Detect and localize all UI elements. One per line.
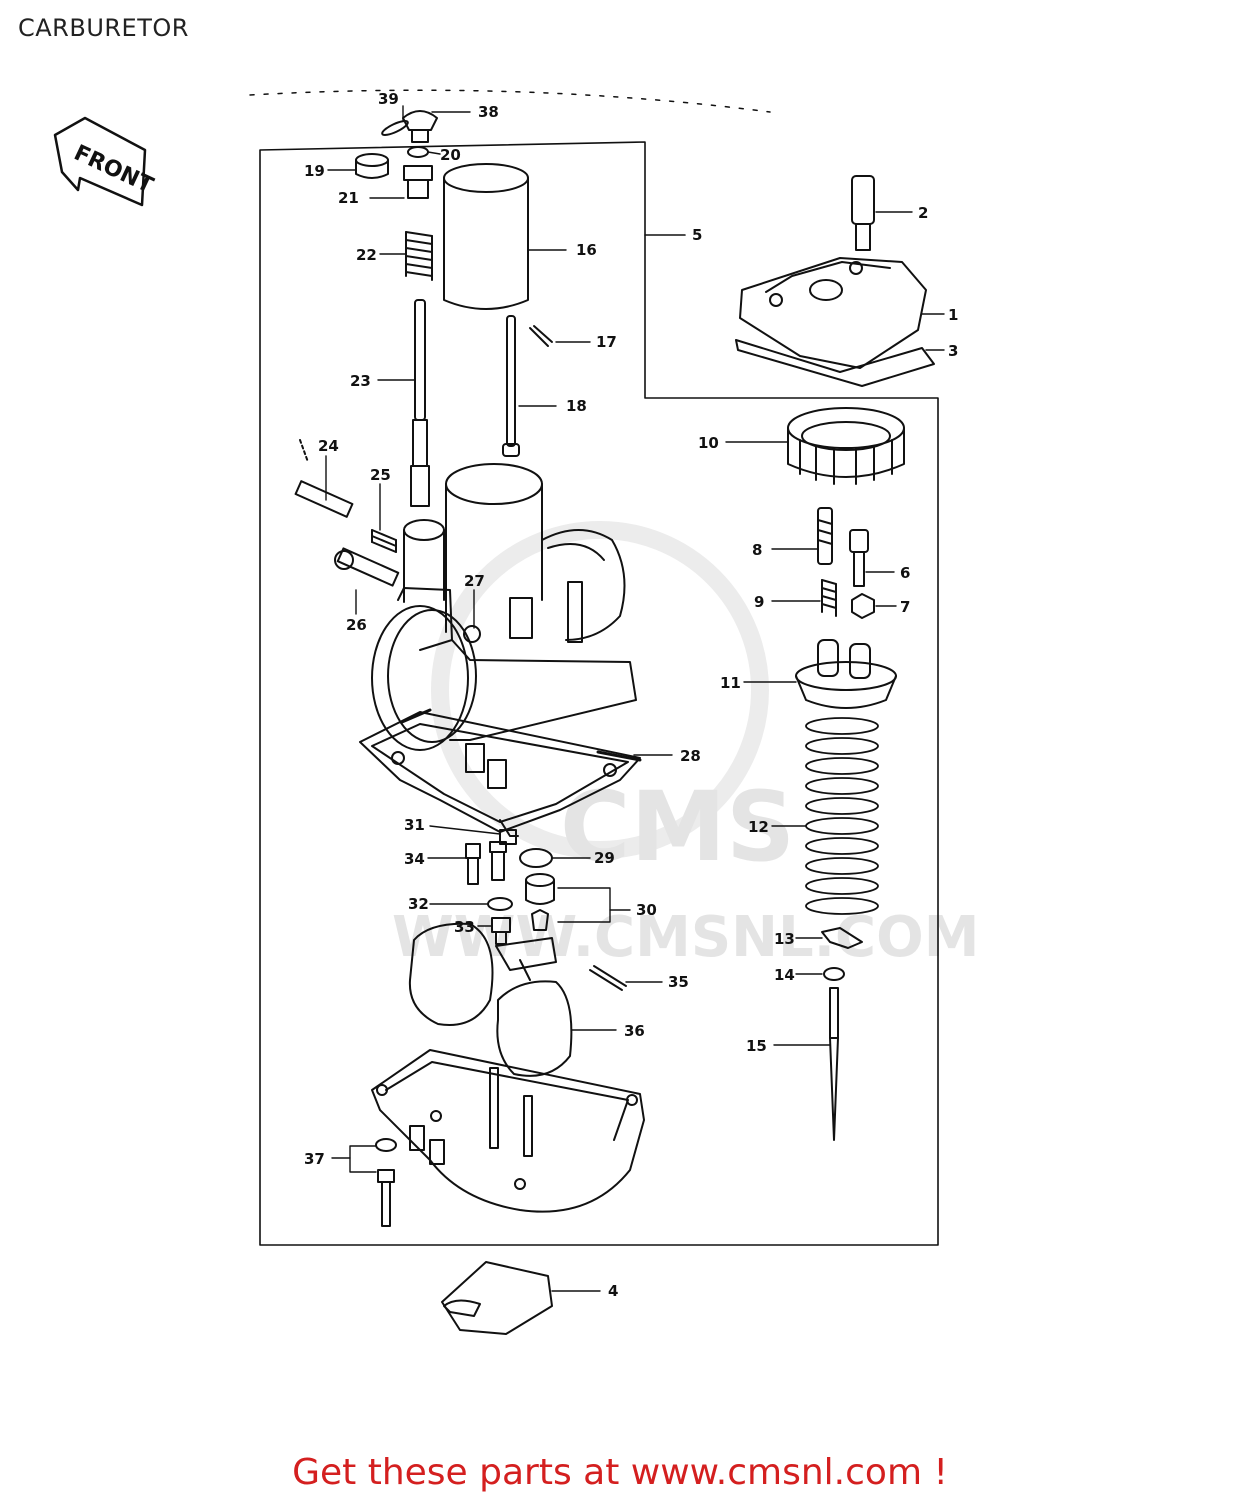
callout-36: 36: [624, 1022, 645, 1040]
carburetor-body: [359, 463, 641, 837]
callout-8: 8: [752, 541, 762, 559]
part-17-clip: [529, 325, 553, 347]
callout-11: 11: [720, 674, 741, 692]
part-15-jet-needle: [829, 987, 839, 1141]
part-3-gasket: [735, 339, 935, 387]
callout-5: 5: [692, 226, 702, 244]
callout-31: 31: [404, 816, 425, 834]
svg-text:WWW.CMSNL.COM: WWW.CMSNL.COM: [392, 905, 979, 970]
callout-6: 6: [900, 564, 910, 582]
part-7-nut: [851, 593, 875, 619]
part-18-pin: [502, 315, 520, 457]
float-arm: [495, 937, 557, 981]
callout-21: 21: [338, 189, 359, 207]
part-19-cap: [355, 153, 389, 179]
callout-24: 24: [318, 437, 339, 455]
callout-10: 10: [698, 434, 719, 452]
part-14-washer: [823, 967, 845, 981]
callout-22: 22: [356, 246, 377, 264]
callout-16: 16: [576, 241, 597, 259]
callout-32: 32: [408, 895, 429, 913]
part-11-diaphragm-cap: [795, 639, 897, 709]
callout-19: 19: [304, 162, 325, 180]
part-6-screw: [849, 529, 869, 587]
footer-link[interactable]: Get these parts at www.cmsnl.com !: [292, 1452, 948, 1493]
part-23-needle: [410, 299, 430, 507]
part-22-spring: [405, 231, 433, 281]
part-28-gasket: [400, 708, 642, 762]
part-8-screw: [817, 507, 833, 565]
carburetor-exploded-diagram: CMS WWW.CMSNL.COM FRONT: [53, 89, 979, 1335]
callout-9: 9: [754, 593, 764, 611]
callout-13: 13: [774, 930, 795, 948]
part-31-screw: [499, 829, 517, 845]
front-arrow-icon: FRONT: [53, 116, 157, 207]
part-29-oring: [519, 848, 553, 868]
callout-labels: 39 38 20 19 21 22 16 17 18 23 24 25 26 2…: [304, 90, 958, 1300]
part-10-ring-nut: [787, 407, 905, 485]
callout-18: 18: [566, 397, 587, 415]
part-37-screw: [375, 1138, 397, 1227]
callout-34: 34: [404, 850, 425, 868]
callout-35: 35: [668, 973, 689, 991]
part-25-spring: [371, 529, 397, 553]
callout-2: 2: [918, 204, 928, 222]
part-24-screw: [294, 439, 354, 518]
callout-4: 4: [608, 1282, 618, 1300]
callout-3: 3: [948, 342, 958, 360]
callout-1: 1: [948, 306, 958, 324]
callout-37: 37: [304, 1150, 325, 1168]
part-9-spring: [821, 579, 837, 617]
part-1-top-cover: [739, 257, 927, 369]
callout-27: 27: [464, 572, 485, 590]
callout-29: 29: [594, 849, 615, 867]
callout-25: 25: [370, 466, 391, 484]
float-bowl: [371, 1049, 645, 1213]
callout-17: 17: [596, 333, 617, 351]
callout-26: 26: [346, 616, 367, 634]
part-39-pin: [381, 120, 409, 136]
part-12-spring: [805, 717, 879, 915]
leader-lines: [325, 105, 945, 1292]
part-16-throttle-slide: [443, 163, 529, 310]
assembly-bracket: [259, 141, 939, 1246]
part-20-washer: [407, 146, 429, 158]
callout-12: 12: [748, 818, 769, 836]
callout-20: 20: [440, 146, 461, 164]
part-13-clip: [821, 927, 863, 949]
callout-14: 14: [774, 966, 795, 984]
part-33-main-jet: [491, 917, 511, 945]
part-35-pin: [589, 965, 627, 991]
callout-39: 39: [378, 90, 399, 108]
part-36-floats: [408, 922, 573, 1077]
needle-jet: [489, 841, 507, 881]
part-30-float-valve: [525, 873, 555, 931]
callout-28: 28: [680, 747, 701, 765]
callout-7: 7: [900, 598, 910, 616]
page-title: CARBURETOR: [18, 14, 189, 42]
part-21-fitting: [403, 165, 433, 199]
top-arc-line: [249, 89, 771, 113]
part-34-jet: [465, 843, 481, 885]
callout-30: 30: [636, 901, 657, 919]
callout-33: 33: [454, 918, 475, 936]
part-4-cover: [441, 1261, 553, 1335]
part-26-screw: [334, 547, 400, 587]
cms-watermark: CMS WWW.CMSNL.COM: [392, 521, 979, 970]
part-2-cable-adjuster: [851, 175, 875, 251]
part-38-cap-screw: [402, 110, 438, 143]
callout-23: 23: [350, 372, 371, 390]
callout-38: 38: [478, 103, 499, 121]
callout-15: 15: [746, 1037, 767, 1055]
